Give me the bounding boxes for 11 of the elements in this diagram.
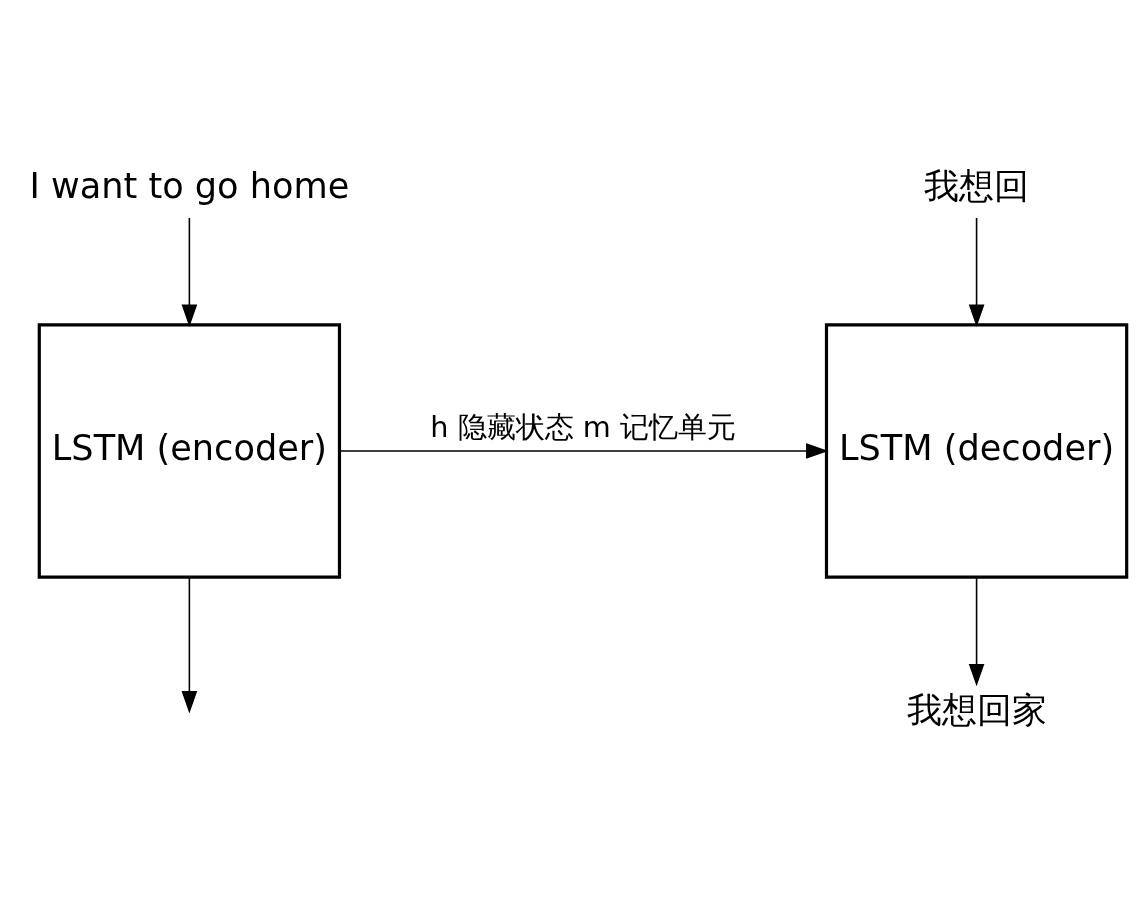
node-box: LSTM (encoder) <box>37 322 342 579</box>
arrow <box>968 576 985 686</box>
node-text: 我想回家 <box>906 688 1047 730</box>
arrow <box>968 216 985 327</box>
edge-label: h 隐藏状态 m 记忆单元 <box>430 409 736 444</box>
node-box: LSTM (decoder) <box>824 322 1129 579</box>
arrow <box>181 216 198 327</box>
node-text: 我想回 <box>924 164 1030 206</box>
arrow <box>181 576 198 713</box>
node-text: I want to go home <box>29 164 350 206</box>
arrow <box>338 442 829 459</box>
